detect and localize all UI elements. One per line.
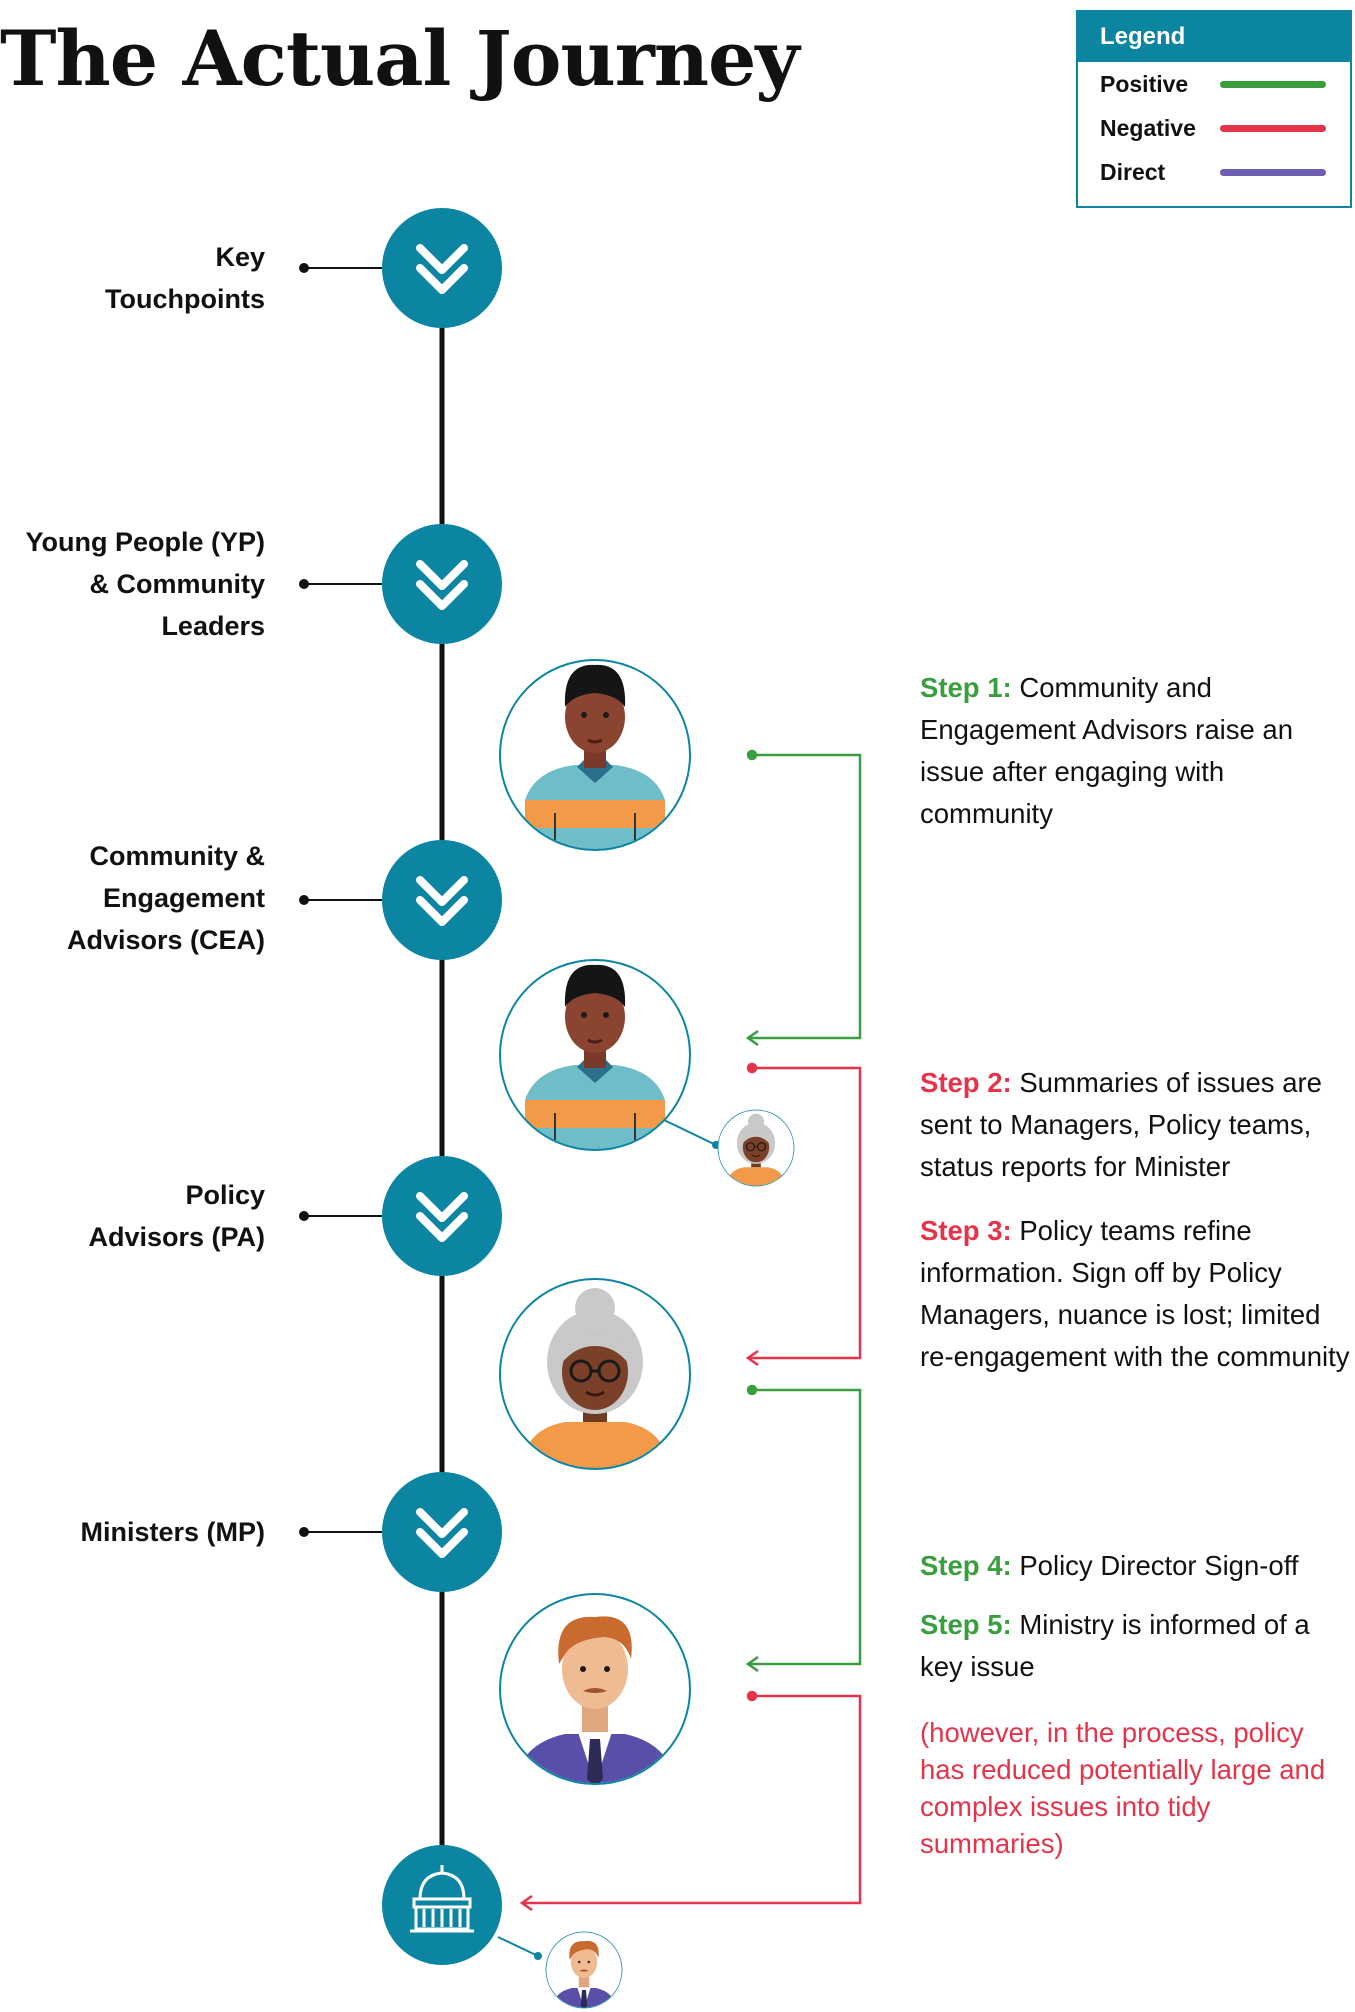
legend-swatch-positive — [1220, 81, 1326, 88]
touchpoint-label-ministers: Ministers (MP) — [80, 1511, 265, 1553]
legend-item-positive: Positive — [1078, 62, 1350, 106]
double-chevron-down-icon — [382, 208, 502, 328]
policy-advisor-avatar — [500, 1279, 690, 1469]
double-chevron-down-icon — [382, 840, 502, 960]
label-line: Advisors (PA) — [88, 1222, 265, 1252]
legend-label: Direct — [1100, 159, 1166, 185]
step-label: Step 2: — [920, 1067, 1012, 1098]
minister-avatar — [500, 1594, 690, 1787]
legend-heading: Legend — [1078, 12, 1350, 62]
double-chevron-down-icon — [382, 1156, 502, 1276]
label-line: Advisors (CEA) — [66, 925, 265, 955]
positive-flow-step1 — [745, 749, 862, 1047]
step-description: Community and Engagement Advisors raise … — [920, 672, 1293, 829]
community-advisor-avatar — [500, 960, 690, 1158]
legend-item-negative: Negative — [1078, 106, 1350, 150]
step-description: Ministry is informed of a key issue — [920, 1609, 1310, 1682]
process-note: (however, in the process, policy has red… — [920, 1717, 1326, 1859]
parliament-building-icon — [382, 1845, 502, 1965]
label-line: Touchpoints — [105, 284, 265, 314]
double-chevron-down-icon — [382, 524, 502, 644]
step-label: Step 1: — [920, 672, 1012, 703]
label-line: Key — [215, 242, 265, 272]
touchpoint-connectors — [299, 263, 382, 1537]
page-title: The Actual Journey — [0, 14, 800, 103]
legend-swatch-direct — [1220, 169, 1326, 176]
step-description: Policy Director Sign-off — [1019, 1550, 1299, 1581]
legend-swatch-negative — [1220, 125, 1326, 132]
step-label: Step 4: — [920, 1550, 1012, 1581]
step-4-text: Step 4: Policy Director Sign-off — [920, 1545, 1350, 1587]
step-description: Policy teams refine information. Sign of… — [920, 1215, 1350, 1372]
touchpoint-label-community-advisors: Community & Engagement Advisors (CEA) — [67, 835, 265, 961]
small-woman-avatar — [663, 1110, 794, 1186]
negative-flow-to-parliament — [519, 1690, 862, 1912]
touchpoint-label-policy-advisors: Policy Advisors (PA) — [88, 1174, 265, 1258]
step-3-text: Step 3: Policy teams refine information.… — [920, 1210, 1350, 1378]
step-1-text: Step 1: Community and Engagement Advisor… — [920, 667, 1350, 835]
young-person-avatar — [500, 660, 690, 858]
small-minister-avatar — [497, 1932, 622, 2009]
legend-label: Positive — [1100, 71, 1189, 97]
step-5-text: Step 5: Ministry is informed of a key is… — [920, 1604, 1350, 1688]
step-2-text: Step 2: Summaries of issues are sent to … — [920, 1062, 1350, 1188]
label-line: Community & — [89, 841, 266, 871]
negative-flow-step2-3 — [745, 1062, 862, 1367]
legend-item-direct: Direct — [1078, 150, 1350, 194]
step-label: Step 5: — [920, 1609, 1012, 1640]
label-line: Ministers (MP) — [80, 1517, 265, 1547]
label-line: Young People (YP) — [25, 527, 265, 557]
touchpoint-label-young-people: Young People (YP) & Community Leaders — [25, 521, 265, 647]
label-line: Leaders — [161, 611, 265, 641]
step-description: Summaries of issues are sent to Managers… — [920, 1067, 1322, 1182]
positive-flow-step4-5 — [745, 1384, 862, 1673]
legend: Legend Positive Negative Direct — [1076, 10, 1352, 208]
label-line: Policy — [185, 1180, 265, 1210]
legend-label: Negative — [1100, 115, 1196, 141]
label-line: Engagement — [102, 883, 265, 913]
label-line: & Community — [89, 569, 266, 599]
touchpoint-label-key: Key Touchpoints — [105, 236, 265, 320]
double-chevron-down-icon — [382, 1472, 502, 1592]
step-label: Step 3: — [920, 1215, 1012, 1246]
